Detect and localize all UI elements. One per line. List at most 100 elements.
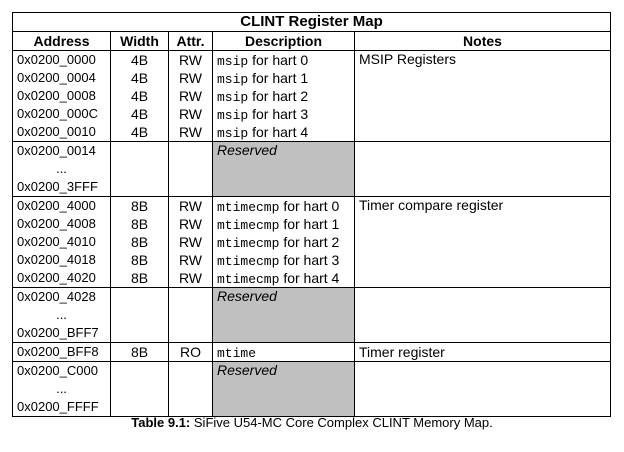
register-name: mtimecmp (217, 272, 280, 287)
width-value: 8B (130, 344, 149, 360)
msip-address-cell: 0x0200_0000 0x0200_0004 0x0200_0008 0x02… (12, 50, 111, 142)
width-value: 8B (130, 270, 149, 286)
address-value: 0x0200_4008 (17, 216, 96, 231)
width-value: 4B (130, 52, 149, 68)
register-name: mtime (217, 346, 257, 361)
description-value: mtimecmp for hart 2 (217, 233, 350, 251)
msip-group-row: 0x0200_0000 0x0200_0004 0x0200_0008 0x02… (12, 50, 611, 142)
address-value: 0x0200_0010 (17, 124, 96, 139)
msip-description-cell: msip for hart 0 msip for hart 1 msip for… (212, 50, 355, 142)
table-title: CLINT Register Map (12, 12, 611, 32)
hart-label: for hart 2 (283, 234, 340, 250)
address-value: 0x0200_4018 (17, 252, 96, 267)
description-value: mtimecmp for hart 0 (217, 197, 350, 215)
width-value: 4B (130, 106, 149, 122)
range-ellipsis: ... (56, 381, 67, 396)
empty-cell (110, 287, 169, 343)
mtime-attr: RO (168, 342, 213, 362)
mtimecmp-address-cell: 0x0200_4000 0x0200_4008 0x0200_4010 0x02… (12, 196, 111, 288)
attr-value: RW (178, 198, 203, 214)
range-start: 0x0200_4028 (17, 289, 96, 304)
width-value: 4B (130, 88, 149, 104)
address-value: 0x0200_000C (17, 106, 98, 121)
mtime-width: 8B (110, 342, 169, 362)
register-name: msip (217, 54, 249, 69)
mtimecmp-attr-cell: RW RW RW RW RW (168, 196, 213, 288)
reserved-row-3: 0x0200_C000 ... 0x0200_FFFF Reserved (12, 361, 611, 417)
hart-label: for hart 3 (283, 252, 340, 268)
description-value: msip for hart 2 (217, 87, 350, 105)
note-value: Timer register (359, 344, 445, 360)
register-name: mtimecmp (217, 236, 280, 251)
mtime-note: Timer register (354, 342, 611, 362)
range-start: 0x0200_0014 (17, 143, 96, 158)
reserved-row-1: 0x0200_0014 ... 0x0200_3FFF Reserved (12, 141, 611, 197)
reserved-address-cell: 0x0200_C000 ... 0x0200_FFFF (12, 361, 111, 417)
range-ellipsis: ... (56, 307, 67, 322)
description-value: mtimecmp for hart 4 (217, 269, 350, 287)
table-header-row: Address Width Attr. Description Notes (12, 31, 611, 51)
description-value: mtimecmp for hart 3 (217, 251, 350, 269)
mtime-description: mtime (212, 342, 355, 362)
reserved-address-cell: 0x0200_0014 ... 0x0200_3FFF (12, 141, 111, 197)
hart-label: for hart 0 (252, 52, 309, 68)
width-value: 8B (130, 252, 149, 268)
description-value: msip for hart 0 (217, 51, 350, 69)
msip-width-cell: 4B 4B 4B 4B 4B (110, 50, 169, 142)
msip-attr-cell: RW RW RW RW RW (168, 50, 213, 142)
address-value: 0x0200_4020 (17, 270, 96, 285)
empty-cell (110, 141, 169, 197)
register-name: mtimecmp (217, 254, 280, 269)
address-value: 0x0200_BFF8 (17, 344, 99, 359)
reserved-label: Reserved (212, 287, 355, 343)
width-value: 4B (130, 70, 149, 86)
hart-label: for hart 4 (252, 124, 309, 140)
description-value: msip for hart 1 (217, 69, 350, 87)
address-value: 0x0200_0004 (17, 70, 96, 85)
address-value: 0x0200_4010 (17, 234, 96, 249)
description-value: mtime (217, 343, 350, 361)
description-value: msip for hart 3 (217, 105, 350, 123)
attr-value: RW (178, 252, 203, 268)
mtimecmp-note: Timer compare register (354, 196, 611, 288)
reserved-row-2: 0x0200_4028 ... 0x0200_BFF7 Reserved (12, 287, 611, 343)
header-width: Width (110, 31, 169, 51)
clint-register-map-table: CLINT Register Map Address Width Attr. D… (12, 12, 611, 417)
hart-label: for hart 2 (252, 88, 309, 104)
header-description: Description (212, 31, 355, 51)
header-notes: Notes (354, 31, 611, 51)
caption-label: Table 9.1: (131, 415, 191, 430)
mtimecmp-group-row: 0x0200_4000 0x0200_4008 0x0200_4010 0x02… (12, 196, 611, 288)
hart-label: for hart 3 (252, 106, 309, 122)
attr-value: RO (180, 344, 201, 360)
hart-label: for hart 4 (283, 270, 340, 286)
address-value: 0x0200_0000 (17, 52, 96, 67)
table-caption: Table 9.1: SiFive U54-MC Core Complex CL… (0, 415, 624, 430)
msip-note: MSIP Registers (354, 50, 611, 142)
width-value: 8B (130, 198, 149, 214)
attr-value: RW (178, 70, 203, 86)
range-ellipsis: ... (56, 161, 67, 176)
attr-value: RW (178, 52, 203, 68)
register-name: msip (217, 72, 249, 87)
empty-cell (354, 361, 611, 417)
reserved-label: Reserved (212, 141, 355, 197)
empty-cell (168, 361, 213, 417)
attr-value: RW (178, 88, 203, 104)
hart-label: for hart 1 (252, 70, 309, 86)
mtimecmp-width-cell: 8B 8B 8B 8B 8B (110, 196, 169, 288)
empty-cell (168, 141, 213, 197)
width-value: 4B (130, 124, 149, 140)
description-value: mtimecmp for hart 1 (217, 215, 350, 233)
register-name: mtimecmp (217, 200, 280, 215)
attr-value: RW (178, 270, 203, 286)
range-end: 0x0200_3FFF (17, 179, 98, 194)
table-title-row: CLINT Register Map (12, 12, 611, 32)
width-value: 8B (130, 234, 149, 250)
empty-cell (168, 287, 213, 343)
width-value: 8B (130, 216, 149, 232)
address-value: 0x0200_4000 (17, 198, 96, 213)
hart-label: for hart 1 (283, 216, 340, 232)
attr-value: RW (178, 106, 203, 122)
register-name: mtimecmp (217, 218, 280, 233)
